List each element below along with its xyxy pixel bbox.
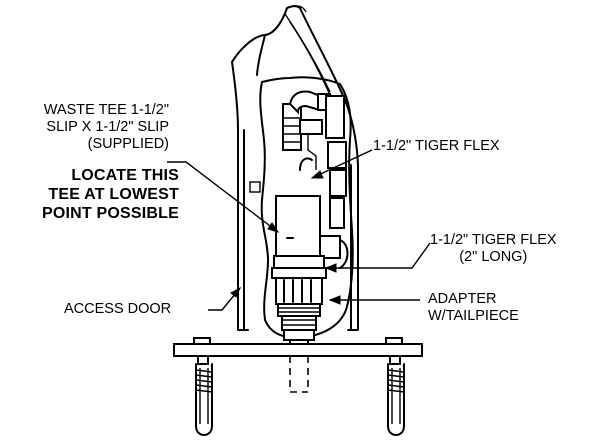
waste-tee-label-line2: SLIP X 1-1/2" SLIP (46, 119, 169, 135)
locate-note-line2: TEE AT LOWEST (48, 186, 179, 203)
base-plate (173, 343, 423, 357)
tiger-flex-mid-line1: 1-1/2" TIGER FLEX (430, 232, 557, 248)
adapter-line2: W/TAILPIECE (428, 308, 519, 324)
waste-tee-label: WASTE TEE 1-1/2" SLIP X 1-1/2" SLIP (SUP… (44, 102, 169, 153)
locate-tee-note: LOCATE THIS TEE AT LOWEST POINT POSSIBLE (42, 166, 179, 223)
adapter-line1: ADAPTER (428, 291, 497, 307)
right-anchor-bolt (385, 337, 405, 436)
left-anchor-bolt (193, 337, 213, 436)
lower-coupling (271, 255, 327, 341)
tiger-flex-mid-line2: (2" LONG) (459, 249, 528, 265)
tailpiece-dashed (289, 339, 309, 393)
tiger-flex-mid-label: 1-1/2" TIGER FLEX (2" LONG) (430, 232, 557, 266)
waste-tee-label-line3: (SUPPLIED) (87, 136, 169, 152)
locate-note-line3: POINT POSSIBLE (41, 205, 179, 222)
upper-pipe-assembly (282, 90, 347, 229)
access-door-label: ACCESS DOOR (64, 301, 172, 317)
waste-tee-label-line1: WASTE TEE 1-1/2" (43, 102, 169, 118)
tiger-flex-top-label: 1-1/2" TIGER FLEX (373, 138, 500, 154)
leader-lines (167, 149, 431, 311)
waste-tee (275, 195, 349, 269)
access-door-outline (259, 76, 354, 339)
locate-note-line1: LOCATE THIS (71, 167, 179, 184)
adapter-label: ADAPTER W/TAILPIECE (428, 291, 519, 325)
